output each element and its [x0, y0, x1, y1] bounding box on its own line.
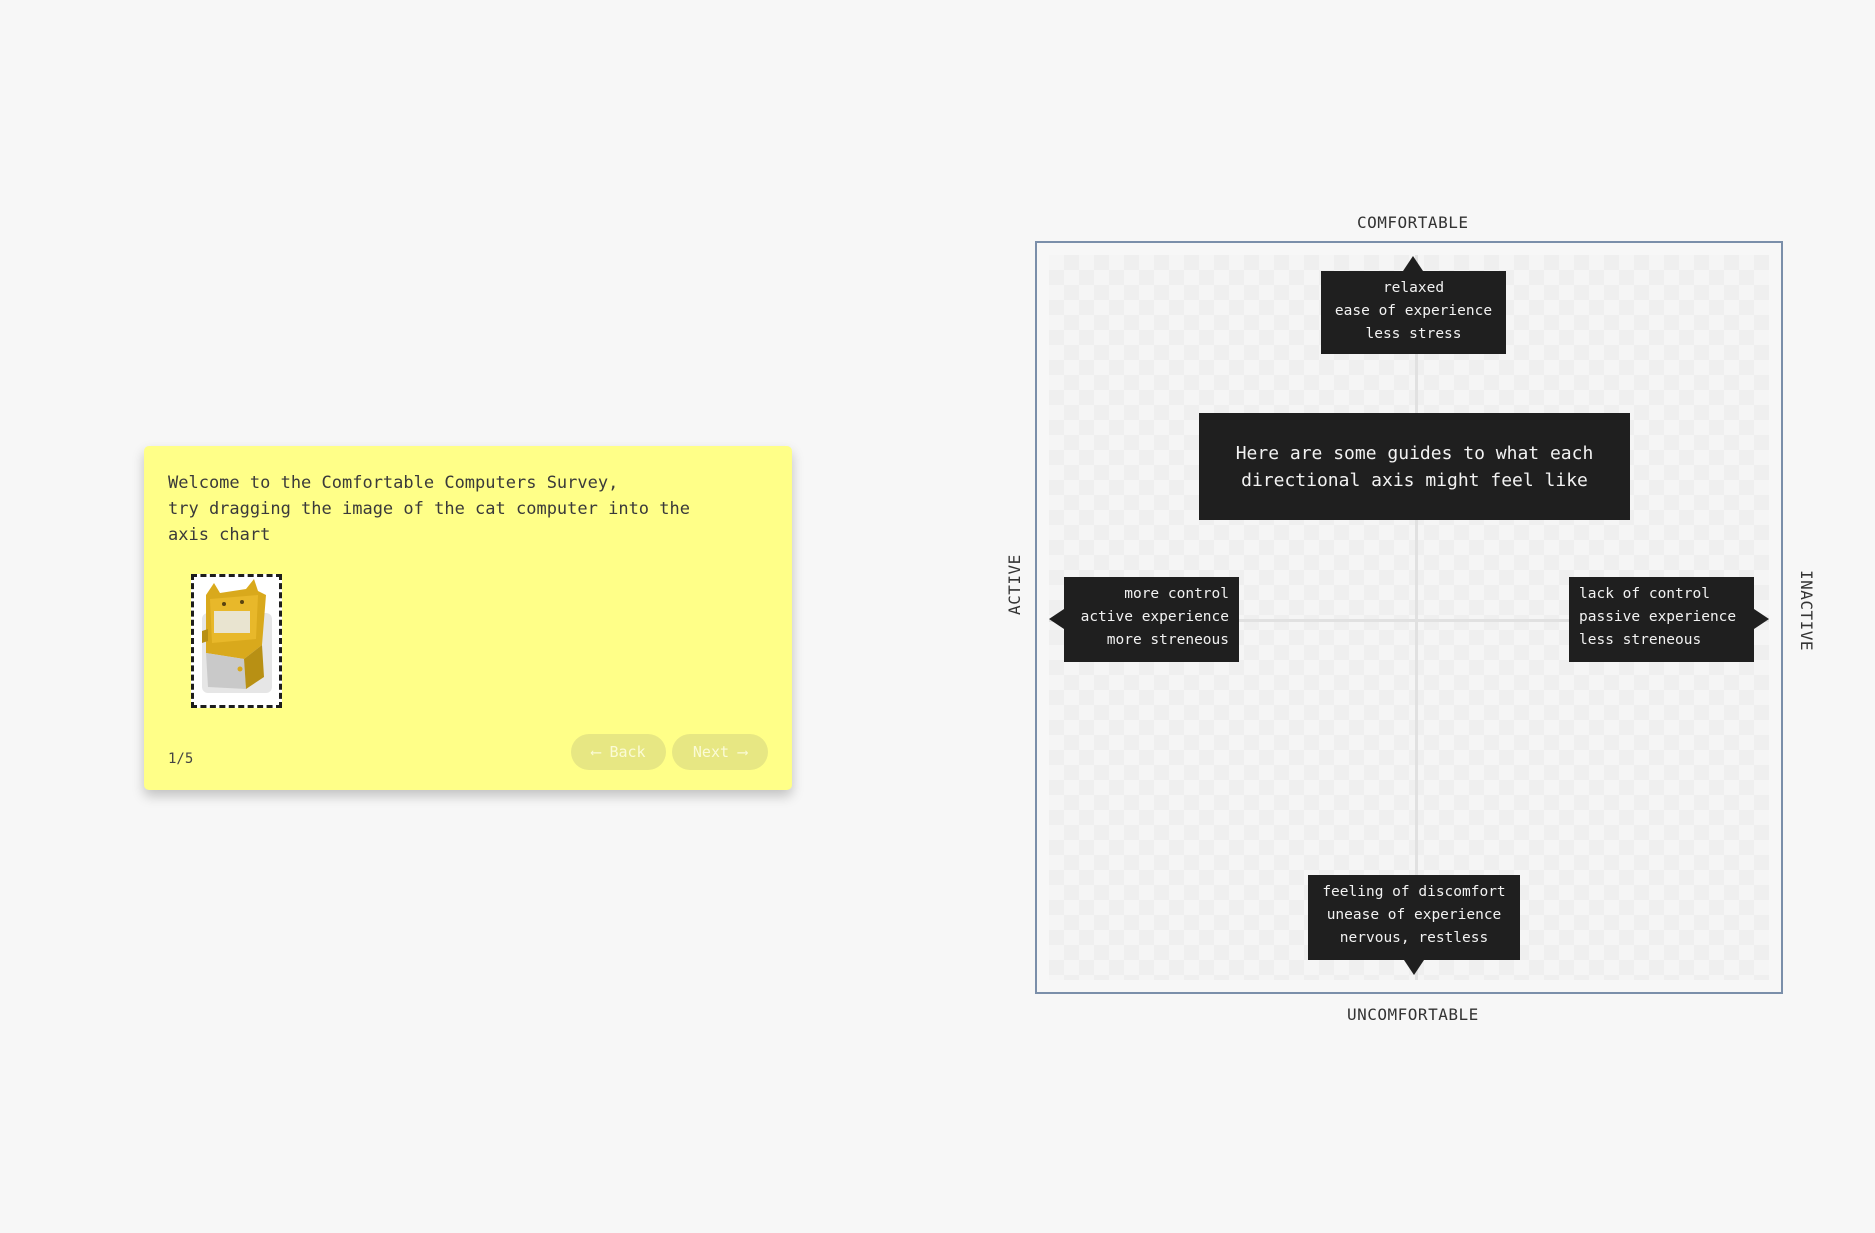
- axis-label-comfortable: COMFORTABLE: [1357, 213, 1469, 232]
- horizontal-axis-line: [1049, 619, 1769, 622]
- next-button[interactable]: Next ⟶: [672, 734, 768, 770]
- tooltip-comfortable: relaxed ease of experience less stress: [1321, 256, 1506, 354]
- survey-card: Welcome to the Comfortable Computers Sur…: [144, 446, 792, 790]
- cat-computer-image: [202, 579, 272, 693]
- tooltip-inactive: lack of control passive experience less …: [1569, 577, 1769, 662]
- back-button[interactable]: ⟵ Back: [571, 734, 666, 770]
- axis-label-uncomfortable: UNCOMFORTABLE: [1347, 1005, 1479, 1024]
- vertical-axis-line: [1415, 255, 1418, 980]
- progress-counter: 1/5: [168, 751, 194, 767]
- cat-computer-draggable[interactable]: [191, 574, 282, 708]
- axis-label-active: ACTIVE: [1005, 554, 1024, 615]
- axis-label-inactive: INACTIVE: [1797, 570, 1816, 652]
- tooltip-active: more control active experience more stre…: [1049, 577, 1239, 662]
- tooltip-uncomfortable: feeling of discomfort unease of experien…: [1308, 875, 1520, 975]
- guide-banner: Here are some guides to what each direct…: [1199, 413, 1630, 520]
- survey-intro-text: Welcome to the Comfortable Computers Sur…: [168, 473, 690, 545]
